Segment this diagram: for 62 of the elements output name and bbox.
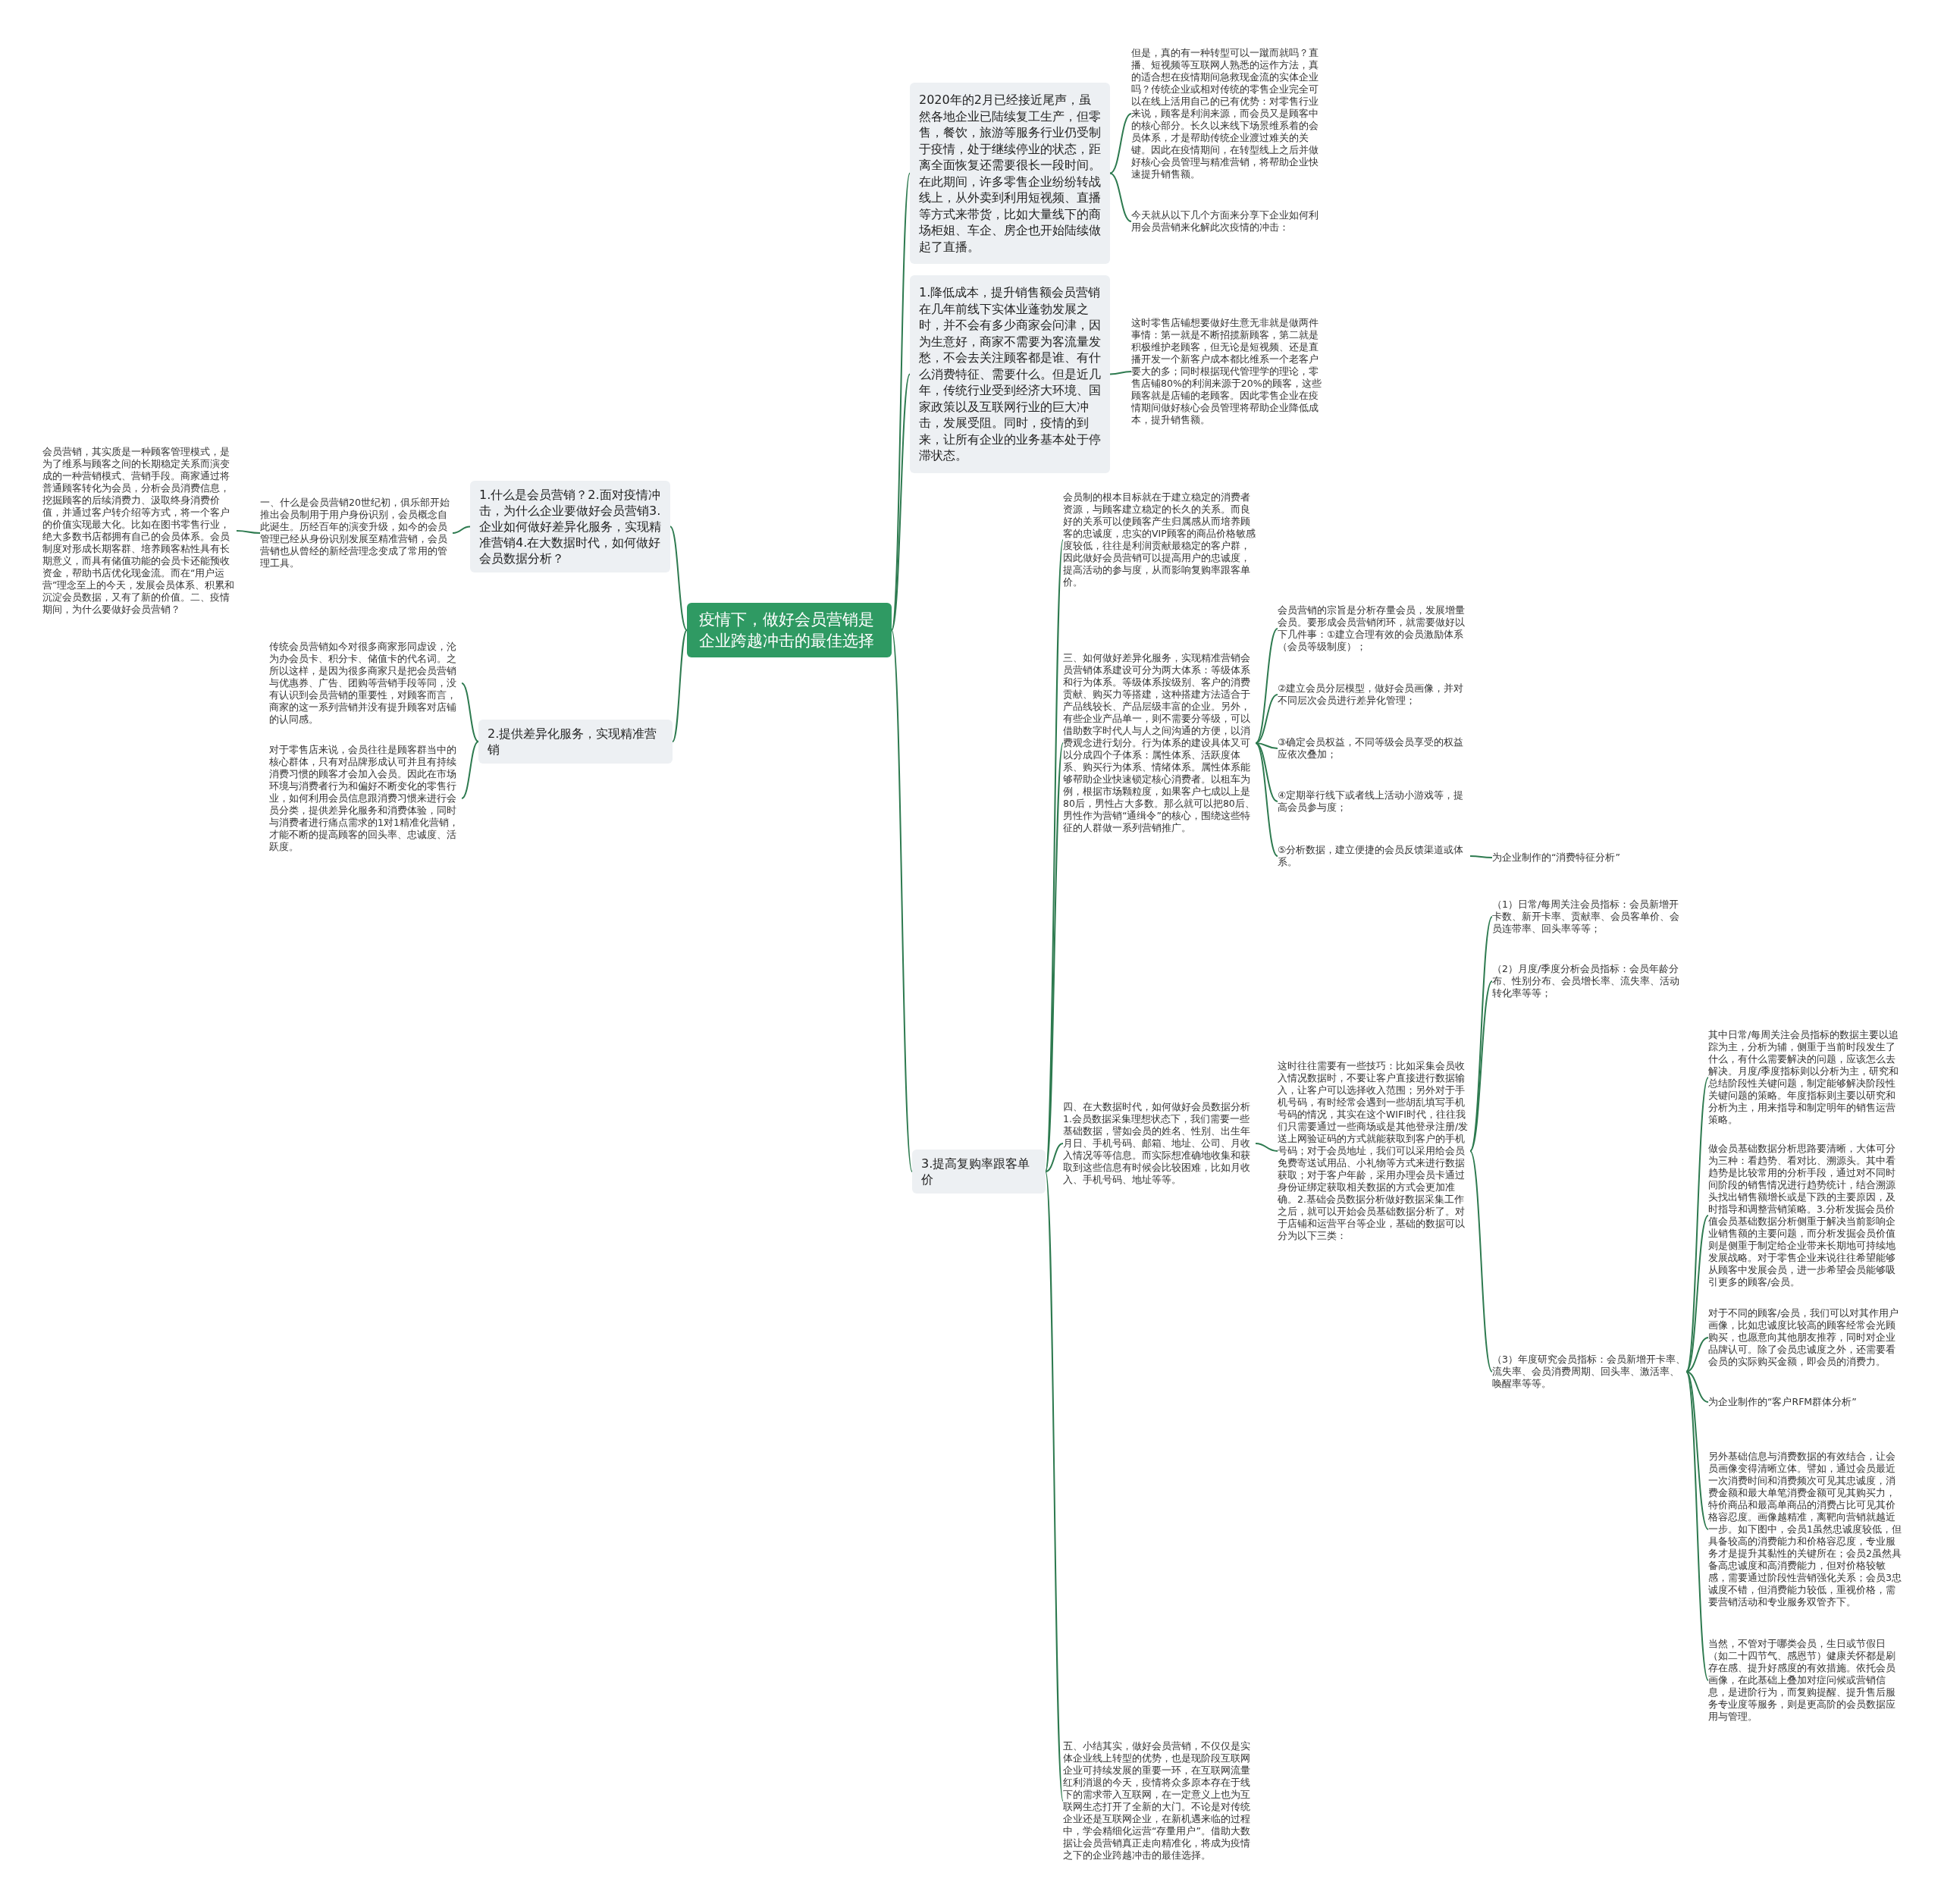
connector-line bbox=[891, 629, 913, 1172]
note-text: 今天就从以下几个方面来分享下企业如何利用会员营销来化解此次疫情的冲击： bbox=[1131, 209, 1325, 234]
topic-box: 1.降低成本，提升销售额会员营销在几年前线下实体业蓬勃发展之时，并不会有多少商家会问津，因为生意好，商家不需要为客流量发愁，不会去关注顾客都是谁、有什么消费特征、需要什么。但是近几年，传统行业受到经济大环境、国家政策以及互联网行业的巨大冲击，发展受阻。同时，疫情的到来，让所有企业的业务基本处于停滞状态。 bbox=[910, 275, 1110, 473]
note-text: 四、在大数据时代，如何做好会员数据分析1.会员数据采集理想状态下，我们需要一些基础数据，譬如会员的姓名、性别、出生年月日、手机号码、邮箱、地址、公司、月收入情况等等信息。而实际想准确地收集和获取到这些信息有时候会比较困难，比如月收入、手机号码、地址等等。 bbox=[1063, 1101, 1256, 1186]
connector-line bbox=[1255, 742, 1278, 857]
note-text: 但是，真的有一种转型可以一蹴而就吗？直播、短视频等互联网人熟悉的运作方法，真的适合想在疫情期间急救现金流的实体企业吗？传统企业或相对传统的零售企业完全可以在线上活用自己的已有优势：对零售行业来说，顾客是利润来源，而会员又是顾客中的核心部分。长久以来线下场景维系着的会员体系，才是帮助传统企业渡过难关的关键。因此在疫情期间，在转型线上之后并做好核心会员管理与精准营销，将帮助企业快速提升销售额。 bbox=[1131, 47, 1325, 180]
note-text: 会员制的根本目标就在于建立稳定的消费者资源，与顾客建立稳定的长久的关系。而良好的关系可以使顾客产生归属感从而培养顾客的忠诚度，忠实的VIP顾客的商品价格敏感度较低，往往是利润贡献最稳定的客户群，因此做好会员营销可以提高用户的忠诚度，提高活动的参与度，从而影响复购率跟客单价。 bbox=[1063, 491, 1256, 588]
connector-line bbox=[1469, 980, 1493, 1152]
connector-line bbox=[461, 741, 479, 799]
note-text: ⑤分析数据，建立便捷的会员反馈渠道或体系。 bbox=[1278, 844, 1470, 868]
connector-line bbox=[672, 629, 688, 742]
note-text: 传统会员营销如今对很多商家形同虚设，沦为办会员卡、积分卡、储值卡的代名词。之所以这样，是因为很多商家只是把会员营销与优惠券、广告、团购等营销手段等同，没有认识到会员营销的重要性，对顾客而言，商家的这一系列营销并没有提升顾客对店铺的认同感。 bbox=[269, 641, 462, 726]
connector-line bbox=[1255, 1143, 1278, 1152]
connector-line bbox=[891, 373, 911, 631]
connector-line bbox=[1255, 628, 1278, 744]
note-text: ②建立会员分层模型，做好会员画像，并对不同层次会员进行差异化管理； bbox=[1278, 682, 1470, 707]
note-text: （3）年度研究会员指标：会员新增开卡率、流失率、会员消费周期、回头率、激活率、唤醒率等等。 bbox=[1492, 1354, 1686, 1390]
connector-line bbox=[452, 525, 471, 534]
note-text: 为企业制作的“消费特征分析” bbox=[1492, 852, 1697, 864]
connector-line bbox=[1469, 855, 1493, 858]
note-text: 其中日常/每周关注会员指标的数据主要以追踪为主，分析为辅，侧重于当前时段发生了什么，有什么需要解决的问题，应该怎么去解决。月度/季度指标则以分析为主，研究和总结阶段性关键问题，制定能够解决阶段性关键问题的策略。年度指标则主要以研究和分析为主，用来指导和制定明年的销售运营策略。 bbox=[1708, 1029, 1902, 1126]
connector-line bbox=[1255, 694, 1278, 744]
connector-line bbox=[1469, 916, 1493, 1152]
note-text: （2）月度/季度分析会员指标：会员年龄分布、性别分布、会员增长率、流失率、活动转化率等等； bbox=[1492, 963, 1686, 999]
connector-line bbox=[1685, 1371, 1709, 1681]
connector-line bbox=[236, 530, 261, 534]
central-topic-box: 疫情下，做好会员营销是企业跨越冲击的最佳选择 bbox=[687, 603, 892, 657]
note-text: ④定期举行线下或者线上活动小游戏等，提高会员参与度； bbox=[1278, 789, 1470, 814]
note-text: 五、小结其实，做好会员营销，不仅仅是实体企业线上转型的优势，也是现阶段互联网企业可持续发展的重要一环，在互联网流量红利消退的今天，疫情将众多原本存在于线下的需求带入互联网，在一定意义上也为互联网生态打开了全新的大门。不论是对传统企业还是互联网企业，在新机遇来临的过程中，学会精细化运营“存量用户”。借助大数据让会员营销真正走向精准化，将成为疫情之下的企业跨越冲击的最佳选择。 bbox=[1063, 1740, 1256, 1862]
note-text: 做会员基础数据分析思路要清晰，大体可分为三种：看趋势、看对比、溯源头。其中看趋势是比较常用的分析手段，通过对不同时间阶段的销售情况进行趋势统计，结合溯源头找出销售额增长或是下跌的主要原因，及时指导和调整营销策略。3.分析发掘会员价值会员基础数据分析侧重于解决当前影响企业销售额的主要问题，而分析发掘会员价值则是侧重于制定给企业带来长期地可持续地发展战略。对于零售企业来说往往希望能够从顾客中发展会员，进一步希望会员能够吸引更多的顾客/会员。 bbox=[1708, 1143, 1902, 1288]
note-text: 会员营销，其实质是一种顾客管理模式，是为了维系与顾客之间的长期稳定关系而演变成的一种营销模式、营销手段。商家通过将普通顾客转化为会员，分析会员消费信息，挖掘顾客的后续消费力、汲取终身消费价值，并通过客户转介绍等方式，将一个客户的价值实现最大化。比如在图书零售行业，绝大多数书店都拥有自己的会员体系。会员制度对形成长期客群、培养顾客粘性具有长期意义，而具有储值功能的会员卡还能预收资金，帮助书店优化现金流。而在“用户运营”理念至上的今天，发展会员体系、积累和沉淀会员数据，又有了新的价值。二、疫情期间，为什么要做好会员营销？ bbox=[42, 446, 237, 616]
connector-line bbox=[1045, 1171, 1064, 1802]
note-text: 这时往往需要有一些技巧：比如采集会员收入情况数据时，不要让客户直接进行数据输入，让客户可以选择收入范围；另外对于手机号码，有时经常会遇到一些胡乱填写手机号码的情况，其实在这个WIFI时代，往往我们只需要通过一些商场或是其他登录注册/发送上网验证码的方式就能获取到客户的手机号码；对于会员地址，我们可以采用给会员免费寄送试用品、小礼物等方式来进行数据获取；对于客户年龄，采用办理会员卡通过身份证绑定获取相关数据的方式会更加准确。2.基础会员数据分析做好数据采集工作之后，就可以开始会员基础数据分析了。对于店铺和运营平台等企业，基础的数据可以分为以下三类： bbox=[1278, 1060, 1470, 1242]
topic-box: 1.什么是会员营销？2.面对疫情冲击，为什么企业要做好会员营销3.企业如何做好差异化服务，实现精准营销4.在大数据时代，如何做好会员数据分析？ bbox=[470, 481, 670, 572]
connector-line bbox=[1469, 1150, 1493, 1372]
note-text: 当然，不管对于哪类会员，生日或节假日（如二十四节气、感恩节）健康关怀都是刷存在感、提升好感度的有效措施。依托会员画像，在此基础上叠加对症问候或营销信息，是进阶行为，而复购提醒、提升售后服务专业度等服务，则是更高阶的会员数据应用与管理。 bbox=[1708, 1638, 1902, 1723]
connector-line bbox=[1109, 172, 1132, 222]
note-text: 三、如何做好差异化服务，实现精准营销会员营销体系建设可分为两大体系：等级体系和行为体系。等级体系按级别、客户的消费贡献、购买力等搭建，这种搭建方法适合于产品线较长、产品层级丰富的企业。另外，有些企业产品单一，则不需要分等级，可以借助数字时代人与人之间沟通的方便，以消费观念进行划分。行为体系的建设具体又可以分成四个子体系：属性体系、活跃度体系、购买行为体系、情绪体系。属性体系能够帮助企业快速锁定核心消费者。以租车为例，根据市场颗粒度，如果客户七成以上是80后，男性占大多数。那么就可以把80后、男性作为营销“通缉令”的核心，围绕这些特征的人群做一系列营销推广。 bbox=[1063, 652, 1256, 834]
connector-line bbox=[1109, 371, 1132, 375]
note-text: 另外基础信息与消费数据的有效结合，让会员画像变得清晰立体。譬如，通过会员最近一次消费时间和消费频次可见其忠诚度，消费金额和最大单笔消费金额可见其购买力，特价商品和最高单商品的消费占比可见其价格容忍度。画像越精准，离靶向营销就越近一步。如下图中，会员1虽然忠诚度较低，但具备较高的消费能力和价格容忍度，专业服务才是提升其黏性的关键所在；会员2虽然具备高忠诚度和高消费能力，但对价格较敏感，需要通过阶段性营销强化关系；会员3忠诚度不错，但消费能力较低，重视价格，需要营销活动和专业服务双管齐下。 bbox=[1708, 1451, 1902, 1608]
topic-box: 2020年的2月已经接近尾声，虽然各地企业已陆续复工生产，但零售，餐饮，旅游等服务行业仍受制于疫情，处于继续停业的状态，距离全面恢复还需要很长一段时间。在此期间，许多零售企业纷纷转战线上，从外卖到利用短视频、直播等方式来带货，比如大量线下的商场柜姐、车企、房企也开始陆续做起了直播。 bbox=[910, 83, 1110, 264]
note-text: 这时零售店铺想要做好生意无非就是做两件事情：第一就是不断招揽新顾客，第二就是积极维护老顾客，但无论是短视频、还是直播开发一个新客户成本都比维系一个老客户要大的多；同时根据现代管理学的理论，零售店铺80%的利润来源于20%的顾客，这些顾客就是店铺的老顾客。因此零售企业在疫情期间做好核心会员管理将帮助企业降低成本，提升销售额。 bbox=[1131, 317, 1325, 426]
connector-line bbox=[1045, 1143, 1064, 1172]
connector-line bbox=[1685, 1077, 1709, 1372]
note-text: （1）日常/每周关注会员指标：会员新增开卡数、新开卡率、贡献率、会员客单价、会员连带率、回头率等等； bbox=[1492, 899, 1686, 935]
note-text: 为企业制作的“客户RFM群体分析” bbox=[1708, 1396, 1902, 1408]
note-text: 一、什么是会员营销20世纪初，俱乐部开始推出会员制用于用户身份识别，会员概念自此诞生。历经百年的演变升级，如今的会员管理已经从身份识别发展至精准营销，会员营销也从曾经的新经营理念变成了常用的管理工具。 bbox=[260, 497, 453, 569]
connector-line bbox=[1255, 742, 1278, 749]
note-text: 对于不同的顾客/会员，我们可以对其作用户画像，比如忠诚度比较高的顾客经常会光顾购买，也愿意向其他朋友推荐，同时对企业品牌认可。除了会员忠诚度之外，还需要看会员的实际购买金额，即会员的消费力。 bbox=[1708, 1307, 1902, 1368]
connector-line bbox=[1685, 1337, 1709, 1372]
note-text: ③确定会员权益，不同等级会员享受的权益应依次叠加； bbox=[1278, 736, 1470, 761]
connector-line bbox=[1045, 742, 1064, 1172]
connector-line bbox=[1685, 1371, 1709, 1403]
connector-line bbox=[1685, 1371, 1709, 1530]
note-text: 会员营销的宗旨是分析存量会员，发展增量会员。要形成会员营销闭环，就需要做好以下几件事：①建立合理有效的会员激励体系（会员等级制度）； bbox=[1278, 604, 1470, 653]
connector-line bbox=[669, 525, 688, 631]
connector-line bbox=[1109, 113, 1132, 174]
topic-box: 3.提高复购率跟客单价 bbox=[912, 1150, 1046, 1194]
note-text: 对于零售店来说，会员往往是顾客群当中的核心群体，只有对品牌形成认可并且有持续消费习惯的顾客才会加入会员。因此在市场环境与消费者行为和偏好不断变化的零售行业，如何利用会员信息跟消费习惯来进行会员分类，提供差异化服务和消费体验，同时与消费者进行痛点需求的1对1精准化营销，才能不断的提高顾客的回头率、忠诚度、活跃度。 bbox=[269, 744, 462, 853]
topic-box: 2.提供差异化服务，实现精准营销 bbox=[478, 720, 673, 764]
connector-line bbox=[461, 682, 479, 742]
connector-line bbox=[1685, 1215, 1709, 1372]
